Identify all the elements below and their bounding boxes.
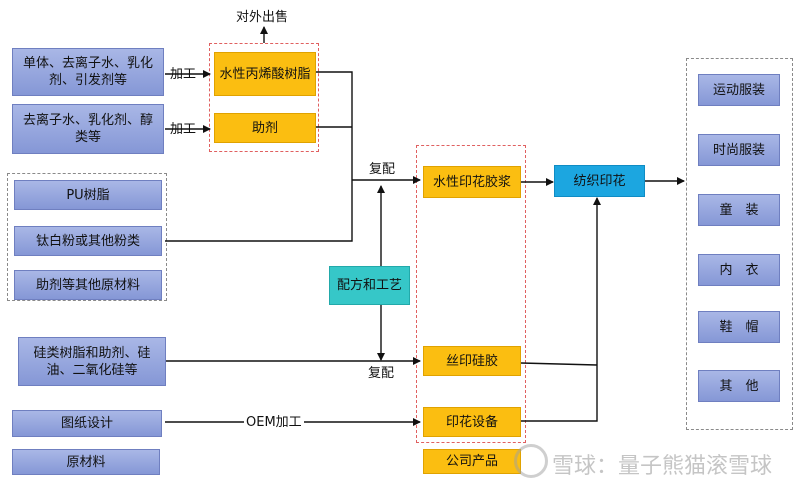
raw-group2-box: 去离子水、乳化剂、醇类等: [12, 104, 164, 154]
printing-equipment-box: 印花设备: [423, 407, 521, 437]
silk-silicone-box: 丝印硅胶: [423, 346, 521, 376]
auxiliary-text: 助剂: [251, 120, 278, 136]
additives-text: 助剂等其他原材料: [35, 277, 140, 293]
application-fashion-box: 时尚服装: [698, 134, 780, 166]
printing-paste-box: 水性印花胶浆: [423, 166, 521, 198]
application-underwear-box: 内 衣: [698, 254, 780, 286]
processing-label-1: 加工: [170, 67, 197, 82]
pu-resin-box: PU树脂: [14, 180, 162, 210]
company-products-legend-box: 公司产品: [423, 449, 521, 474]
printing-paste-text: 水性印花胶浆: [432, 174, 511, 190]
silicone-text: 硅类树脂和助剂、硅油、二氧化硅等: [33, 345, 151, 378]
applications-group-frame: [686, 58, 793, 430]
silk-silicone-text: 丝印硅胶: [445, 353, 498, 369]
formula-box: 配方和工艺: [329, 266, 410, 305]
pu-resin-text: PU树脂: [66, 187, 110, 203]
textile-printing-box: 纺织印花: [554, 165, 645, 197]
raw-materials-group-frame: [7, 173, 167, 301]
oem-label: OEM加工: [244, 415, 304, 430]
application-sports-text: 运动服装: [712, 82, 765, 98]
additives-box: 助剂等其他原材料: [14, 270, 162, 300]
resin-to-merge-line: [316, 71, 353, 180]
acrylic-resin-box: 水性丙烯酸树脂: [214, 52, 316, 96]
export-label: 对外出售: [236, 10, 289, 25]
application-sports-box: 运动服装: [698, 74, 780, 106]
raw-group2-text: 去离子水、乳化剂、醇类等: [23, 113, 154, 145]
application-kids-box: 童 装: [698, 194, 780, 226]
company-products-legend-text: 公司产品: [445, 454, 498, 469]
application-shoes-box: 鞋 帽: [698, 311, 780, 343]
watermark-text: 雪球：量子熊猫滚雪球: [552, 454, 773, 479]
application-other-text: 其 他: [719, 378, 759, 394]
application-shoes-text: 鞋 帽: [719, 319, 759, 335]
compound-label-top: 复配: [369, 162, 396, 177]
application-fashion-text: 时尚服装: [712, 142, 765, 158]
printing-equipment-text: 印花设备: [445, 414, 498, 430]
compound-label-bottom: 复配: [368, 366, 395, 381]
equipment-to-printing-line: [521, 197, 601, 422]
watermark-logo-icon: [514, 444, 548, 478]
raw-material-legend-box: 原材料: [12, 449, 160, 475]
raw-group1-text: 单体、去离子水、乳化剂、引发剂等: [23, 56, 154, 88]
processing-label-2: 加工: [170, 122, 197, 137]
resin-group-frame: [209, 43, 319, 152]
titanium-text: 钛白粉或其他粉类: [35, 233, 140, 249]
product-group-frame: [416, 145, 526, 443]
application-kids-text: 童 装: [719, 202, 759, 218]
drawing-box: 图纸设计: [12, 410, 162, 437]
formula-text: 配方和工艺: [336, 278, 402, 293]
application-other-box: 其 他: [698, 370, 780, 402]
silicone-box: 硅类树脂和助剂、硅油、二氧化硅等: [18, 337, 166, 386]
drawing-text: 图纸设计: [60, 416, 113, 431]
acrylic-resin-text: 水性丙烯酸树脂: [219, 66, 311, 82]
textile-printing-text: 纺织印花: [573, 173, 626, 189]
raw-material-legend-text: 原材料: [66, 454, 106, 470]
raw-group1-box: 单体、去离子水、乳化剂、引发剂等: [12, 48, 164, 96]
titanium-box: 钛白粉或其他粉类: [14, 226, 162, 256]
application-underwear-text: 内 衣: [719, 262, 759, 278]
titanium-to-merge-line: [165, 180, 353, 242]
auxiliary-box: 助剂: [214, 113, 316, 143]
silicone-to-printing-line: [520, 362, 598, 366]
